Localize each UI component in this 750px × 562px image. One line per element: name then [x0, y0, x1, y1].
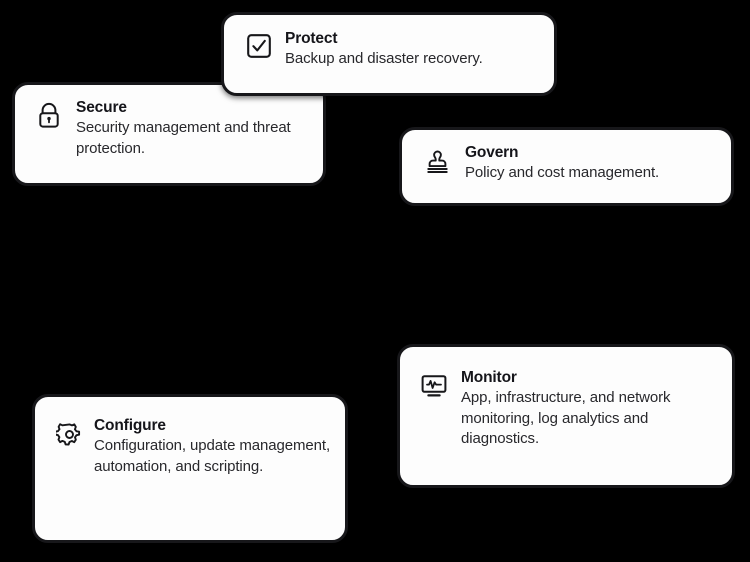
lock-icon [34, 101, 64, 131]
card-title: Govern [465, 144, 519, 161]
card-content: Configure Configuration, update manageme… [54, 417, 331, 477]
card-text: Monitor App, infrastructure, and network… [461, 369, 716, 450]
card-text: Protect Backup and disaster recovery. [285, 30, 538, 70]
gear-icon [54, 419, 84, 449]
card-content: Secure Security management and threat pr… [34, 99, 309, 159]
card-text: Configure Configuration, update manageme… [94, 417, 331, 477]
card-configure[interactable]: Configure Configuration, update manageme… [32, 394, 348, 543]
card-description: Security management and threat protectio… [76, 118, 291, 157]
card-title: Protect [285, 30, 338, 47]
card-text: Govern Policy and cost management. [465, 144, 717, 184]
monitor-pulse-icon [419, 371, 449, 401]
card-description: Backup and disaster recovery. [285, 49, 483, 67]
checkbox-checked-icon [244, 31, 274, 61]
card-description: App, infrastructure, and network monitor… [461, 388, 671, 448]
card-text: Secure Security management and threat pr… [76, 99, 309, 159]
card-description: Policy and cost management. [465, 163, 660, 181]
card-content: Protect Backup and disaster recovery. [244, 30, 538, 70]
card-govern[interactable]: Govern Policy and cost management. [399, 127, 734, 206]
stamp-icon [422, 147, 452, 177]
card-monitor[interactable]: Monitor App, infrastructure, and network… [397, 344, 735, 488]
card-title: Secure [76, 99, 127, 116]
card-protect[interactable]: Protect Backup and disaster recovery. [221, 12, 557, 96]
card-content: Monitor App, infrastructure, and network… [419, 369, 716, 450]
card-title: Monitor [461, 369, 517, 386]
card-title: Configure [94, 417, 166, 434]
card-description: Configuration, update management, automa… [94, 436, 331, 475]
card-content: Govern Policy and cost management. [422, 144, 717, 184]
card-secure[interactable]: Secure Security management and threat pr… [12, 82, 326, 186]
